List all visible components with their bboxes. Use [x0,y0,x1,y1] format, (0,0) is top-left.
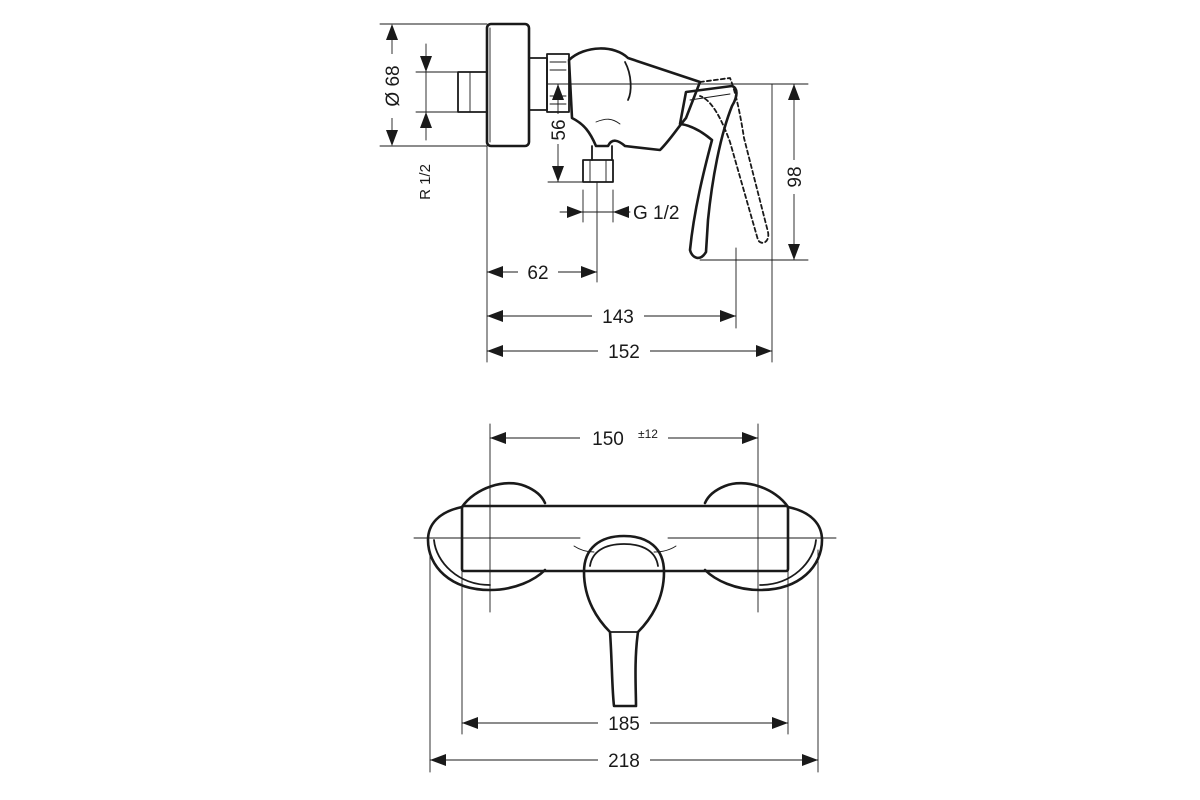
dim-depth-62: 62 [486,260,598,284]
dim-thread-g-label: G 1/2 [633,203,679,224]
dim-diameter: Ø 68 [382,24,404,146]
front-escutcheon-left [426,481,547,592]
dim-height-98-label: 98 [785,166,806,187]
dim-height-56-label: 56 [549,119,570,140]
dim-thread-r: R 1/2 [417,43,434,200]
dim-depth-143: 143 [486,304,737,328]
dim-width-218-label: 218 [608,751,640,772]
dim-spacing-tolerance: ±12 [638,427,658,441]
dim-spacing-label: 150 [592,429,624,450]
side-connection-nut [528,53,570,113]
side-wall-pipe [457,71,488,113]
dim-depth-62-label: 62 [527,263,548,284]
side-escutcheon [485,22,531,148]
side-lever-alternate [699,77,770,244]
side-view: Ø 68 R 1/2 56 G 1/2 [379,22,809,363]
dim-diameter-label: Ø 68 [383,65,404,106]
dim-depth-152: 152 [486,339,773,363]
front-mixer-body [460,504,790,573]
dim-height-56: 56 [548,83,570,183]
dim-width-185-label: 185 [608,714,640,735]
dim-depth-143-label: 143 [602,307,634,328]
dim-thread-g: G 1/2 [559,203,679,224]
front-lever [573,534,677,708]
dim-width-218: 218 [429,748,819,772]
side-lever-handle [678,84,738,260]
front-view: 150 ±12 185 218 [413,423,837,773]
side-outlet [582,145,614,183]
dim-width-185: 185 [461,711,789,735]
dim-depth-152-label: 152 [608,342,640,363]
front-escutcheon-right [703,481,824,592]
dim-spacing: 150 ±12 [489,424,759,450]
dim-thread-r-label: R 1/2 [417,164,434,200]
side-mixer-body [567,47,702,152]
dim-height-98: 98 [784,83,806,261]
